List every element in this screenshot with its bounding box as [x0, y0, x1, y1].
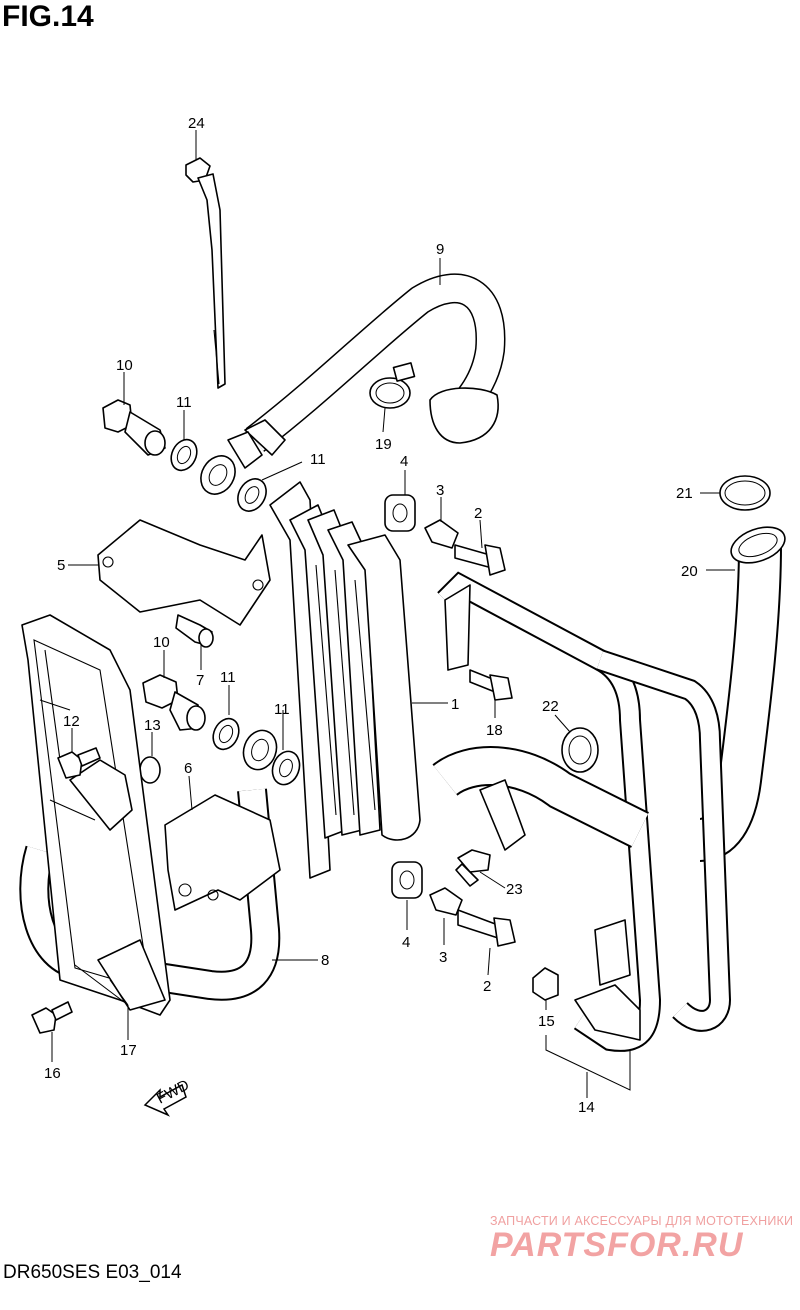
callout-22: 22 — [542, 698, 559, 715]
callout-10: 10 — [116, 357, 133, 374]
fwd-arrow-icon: FWD — [143, 1076, 192, 1117]
part-collar-lower — [429, 887, 463, 916]
callout-11: 11 — [310, 451, 326, 468]
callout-19: 19 — [375, 436, 392, 453]
callout-18: 18 — [486, 722, 503, 739]
part-bolt-12 — [57, 747, 101, 779]
callout-7: 7 — [196, 672, 204, 689]
callout-11: 11 — [274, 701, 290, 718]
part-union-bolt-upper — [102, 399, 166, 456]
watermark-tagline: ЗАПЧАСТИ И АКСЕССУАРЫ ДЛЯ МОТОТЕХНИКИ — [490, 1214, 794, 1228]
callout-6: 6 — [184, 760, 192, 777]
part-cooler-bracket-upper — [97, 519, 271, 626]
watermark-brand: PARTSFOR.RU — [490, 1226, 744, 1264]
callout-15: 15 — [538, 1013, 555, 1030]
callout-2: 2 — [474, 505, 482, 522]
callout-23: 23 — [506, 881, 523, 898]
callout-9: 9 — [436, 241, 444, 258]
callout-13: 13 — [144, 717, 161, 734]
part-cooler-bracket-lower — [164, 794, 281, 911]
part-bolt-18 — [469, 669, 513, 701]
figure-title: FIG.14 — [2, 0, 94, 33]
callout-14: 14 — [578, 1099, 595, 1116]
part-radiator-net — [21, 614, 171, 1016]
part-union-bolt-lower — [142, 674, 206, 731]
part-bolt-7 — [175, 614, 214, 648]
callout-11: 11 — [220, 669, 236, 686]
part-cooler-guard — [432, 571, 732, 1052]
callout-11: 11 — [176, 394, 192, 411]
part-bolt-23 — [455, 849, 491, 887]
callout-12: 12 — [63, 713, 80, 730]
part-grommet-lower — [391, 861, 423, 899]
part-bolt-2-lower — [457, 909, 516, 947]
part-bolt-2-upper — [454, 544, 506, 576]
leader-lines — [51, 130, 735, 1098]
callout-4: 4 — [400, 453, 408, 470]
part-hose-clamp — [369, 362, 416, 409]
diagram-code: DR650SES E03_014 — [3, 1262, 182, 1283]
callout-17: 17 — [120, 1042, 137, 1059]
callout-21: 21 — [676, 485, 693, 502]
part-bolt-16 — [31, 1001, 73, 1034]
callout-20: 20 — [681, 563, 698, 580]
callout-1: 1 — [451, 696, 459, 713]
callout-5: 5 — [57, 557, 65, 574]
callout-16: 16 — [44, 1065, 61, 1082]
part-ring-13 — [139, 756, 161, 784]
part-oil-cooler — [269, 481, 421, 879]
callout-24: 24 — [188, 115, 205, 132]
part-oil-hose-upper — [227, 273, 506, 469]
part-nut-15 — [532, 967, 559, 1001]
callout-labels: 24 9 10 11 11 19 4 3 2 21 20 5 7 1 10 11… — [44, 115, 698, 1116]
callout-8: 8 — [321, 952, 329, 969]
part-cable-tie — [185, 157, 226, 389]
callout-3: 3 — [436, 482, 444, 499]
callout-3: 3 — [439, 949, 447, 966]
part-collar-upper — [424, 519, 459, 549]
callout-4: 4 — [402, 934, 410, 951]
callout-2: 2 — [483, 978, 491, 995]
part-grommet-upper — [384, 494, 416, 532]
callout-10: 10 — [153, 634, 170, 651]
